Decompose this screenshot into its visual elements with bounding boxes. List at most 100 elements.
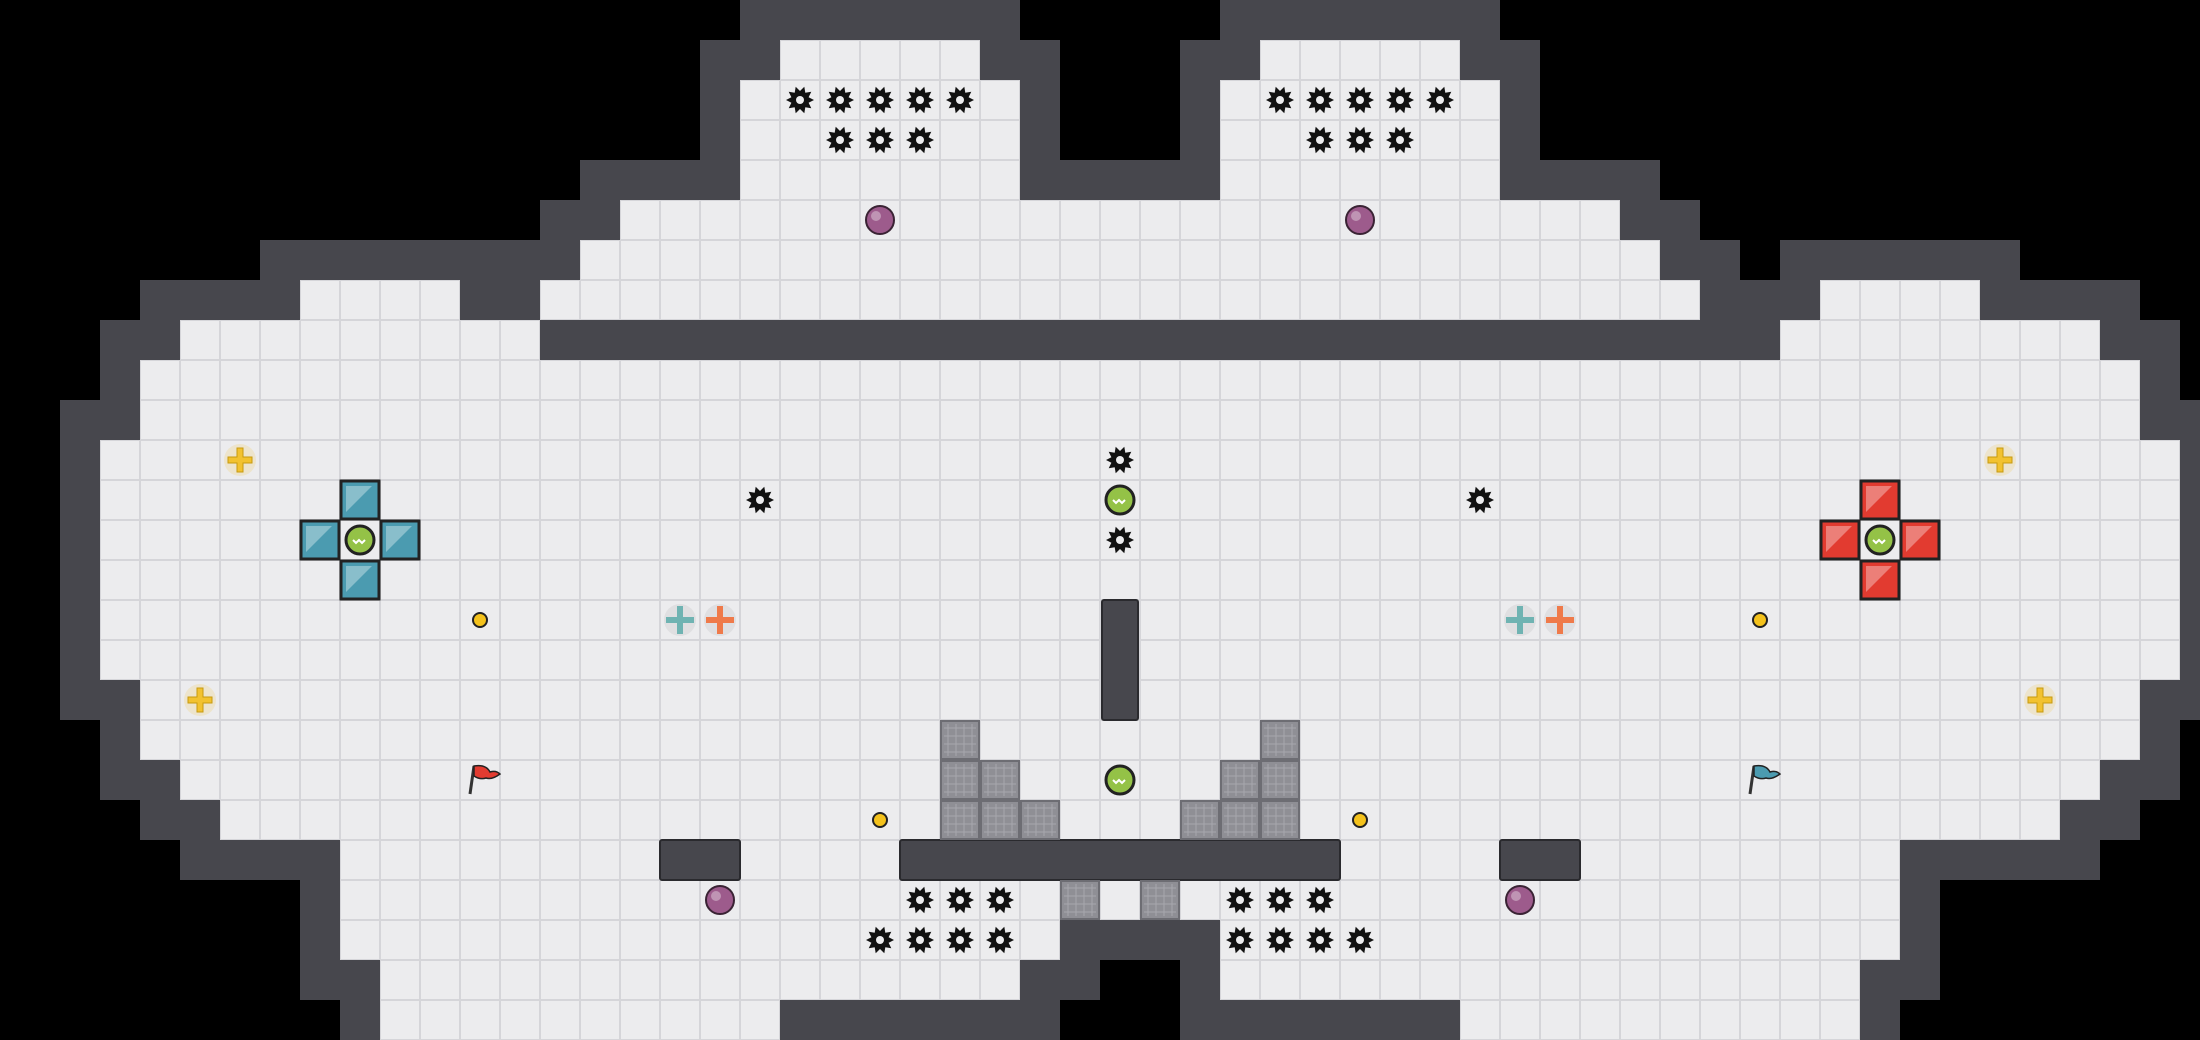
floor-tile <box>1300 920 1340 960</box>
floor-tile <box>1580 880 1620 920</box>
grate-tile <box>1020 800 1060 840</box>
floor-tile <box>1860 400 1900 440</box>
floor-tile <box>500 840 540 880</box>
floor-tile <box>1020 640 1060 680</box>
floor-tile <box>740 960 780 1000</box>
floor-tile <box>180 720 220 760</box>
floor-tile <box>540 800 580 840</box>
floor-tile <box>1300 200 1340 240</box>
floor-tile <box>740 80 780 120</box>
floor-tile <box>1900 360 1940 400</box>
floor-tile <box>700 600 740 640</box>
boost-icon <box>1984 444 2016 476</box>
floor-tile <box>500 760 540 800</box>
floor-tile <box>1580 200 1620 240</box>
floor-tile <box>460 600 500 640</box>
floor-tile <box>820 840 860 880</box>
grate-tile <box>940 720 980 760</box>
floor-tile <box>1460 480 1500 520</box>
floor-tile <box>820 640 860 680</box>
floor-tile <box>1300 560 1340 600</box>
floor-tile <box>1300 160 1340 200</box>
token-icon <box>472 612 488 628</box>
floor-tile <box>1340 360 1380 400</box>
floor-tile <box>1140 280 1180 320</box>
floor-run <box>740 160 1020 200</box>
floor-tile <box>1980 360 2020 400</box>
floor-tile <box>1220 360 1260 400</box>
floor-tile <box>780 680 820 720</box>
floor-tile <box>2020 600 2060 640</box>
floor-tile <box>2100 360 2140 400</box>
floor-tile <box>740 120 780 160</box>
floor-tile <box>900 480 940 520</box>
floor-tile <box>540 720 580 760</box>
floor-tile <box>700 560 740 600</box>
floor-tile <box>940 280 980 320</box>
grate-tile <box>980 760 1020 800</box>
floor-tile <box>940 400 980 440</box>
floor-tile <box>1020 200 1060 240</box>
red-gate-tile <box>1859 479 1901 521</box>
floor-tile <box>660 480 700 520</box>
floor-tile <box>2020 520 2060 560</box>
floor-tile <box>1780 560 1820 600</box>
floor-tile <box>580 760 620 800</box>
floor-tile <box>1780 800 1820 840</box>
floor-tile <box>780 720 820 760</box>
floor-tile <box>460 440 500 480</box>
floor-tile <box>1060 640 1100 680</box>
floor-tile <box>2060 480 2100 520</box>
floor-tile <box>1380 360 1420 400</box>
floor-tile <box>380 680 420 720</box>
floor-tile <box>340 640 380 680</box>
floor-tile <box>1660 760 1700 800</box>
teal-pad-icon <box>664 604 696 636</box>
floor-tile <box>740 720 780 760</box>
floor-tile <box>780 800 820 840</box>
spike-icon <box>1346 126 1374 154</box>
floor-tile <box>740 600 780 640</box>
floor-tile <box>1860 360 1900 400</box>
floor-tile <box>420 680 460 720</box>
floor-tile <box>1660 520 1700 560</box>
floor-tile <box>780 960 820 1000</box>
floor-tile <box>1660 360 1700 400</box>
floor-tile <box>780 160 820 200</box>
floor-tile <box>1780 640 1820 680</box>
floor-tile <box>540 440 580 480</box>
floor-tile <box>2060 720 2100 760</box>
floor-tile <box>820 920 860 960</box>
floor-tile <box>1620 920 1660 960</box>
floor-tile <box>940 200 980 240</box>
floor-tile <box>1580 760 1620 800</box>
floor-tile <box>1540 480 1580 520</box>
floor-tile <box>700 680 740 720</box>
floor-tile <box>260 800 300 840</box>
floor-tile <box>140 640 180 680</box>
floor-tile <box>940 360 980 400</box>
floor-tile <box>740 560 780 600</box>
floor-tile <box>500 520 540 560</box>
floor-tile <box>1300 680 1340 720</box>
floor-tile <box>580 720 620 760</box>
floor-tile <box>2060 520 2100 560</box>
floor-tile <box>420 400 460 440</box>
floor-tile <box>1300 720 1340 760</box>
floor-tile <box>1740 720 1780 760</box>
floor-tile <box>2100 440 2140 480</box>
floor-tile <box>860 360 900 400</box>
floor-tile <box>2060 440 2100 480</box>
floor-tile <box>2020 320 2060 360</box>
blue-gate-tile <box>299 519 341 561</box>
floor-tile <box>380 600 420 640</box>
floor-tile <box>1820 400 1860 440</box>
floor-tile <box>1340 720 1380 760</box>
boost-icon <box>184 684 216 716</box>
ball-icon <box>1505 885 1535 915</box>
spike-icon <box>1226 926 1254 954</box>
floor-tile <box>860 720 900 760</box>
floor-tile <box>620 760 660 800</box>
floor-tile <box>1220 160 1260 200</box>
floor-tile <box>780 880 820 920</box>
